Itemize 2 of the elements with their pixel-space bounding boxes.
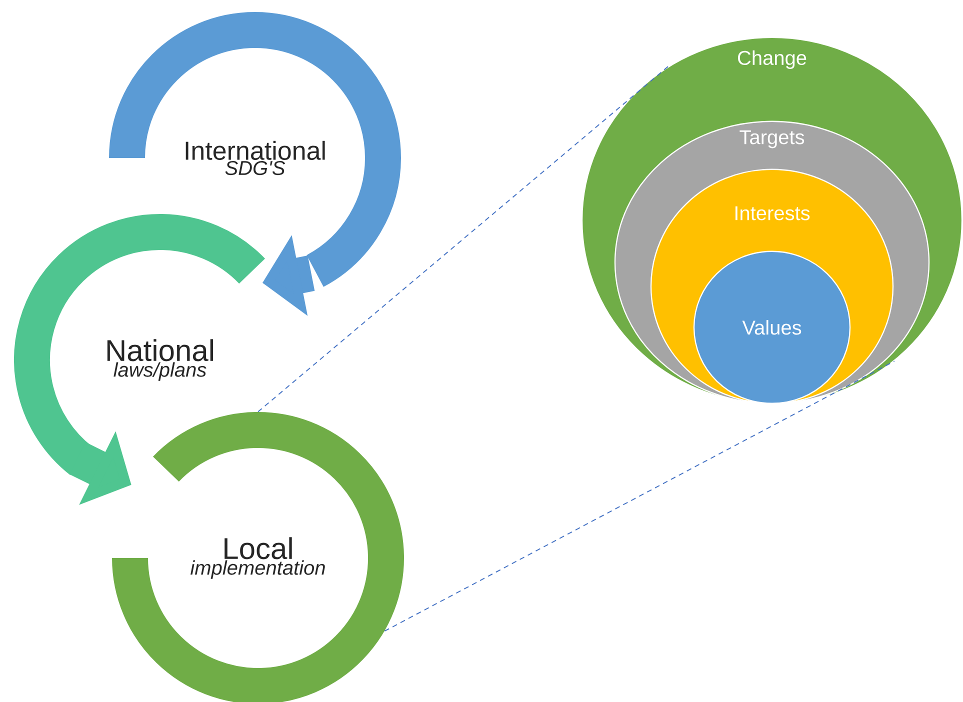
dashed-line	[258, 66, 669, 412]
dashed-line	[384, 360, 895, 632]
